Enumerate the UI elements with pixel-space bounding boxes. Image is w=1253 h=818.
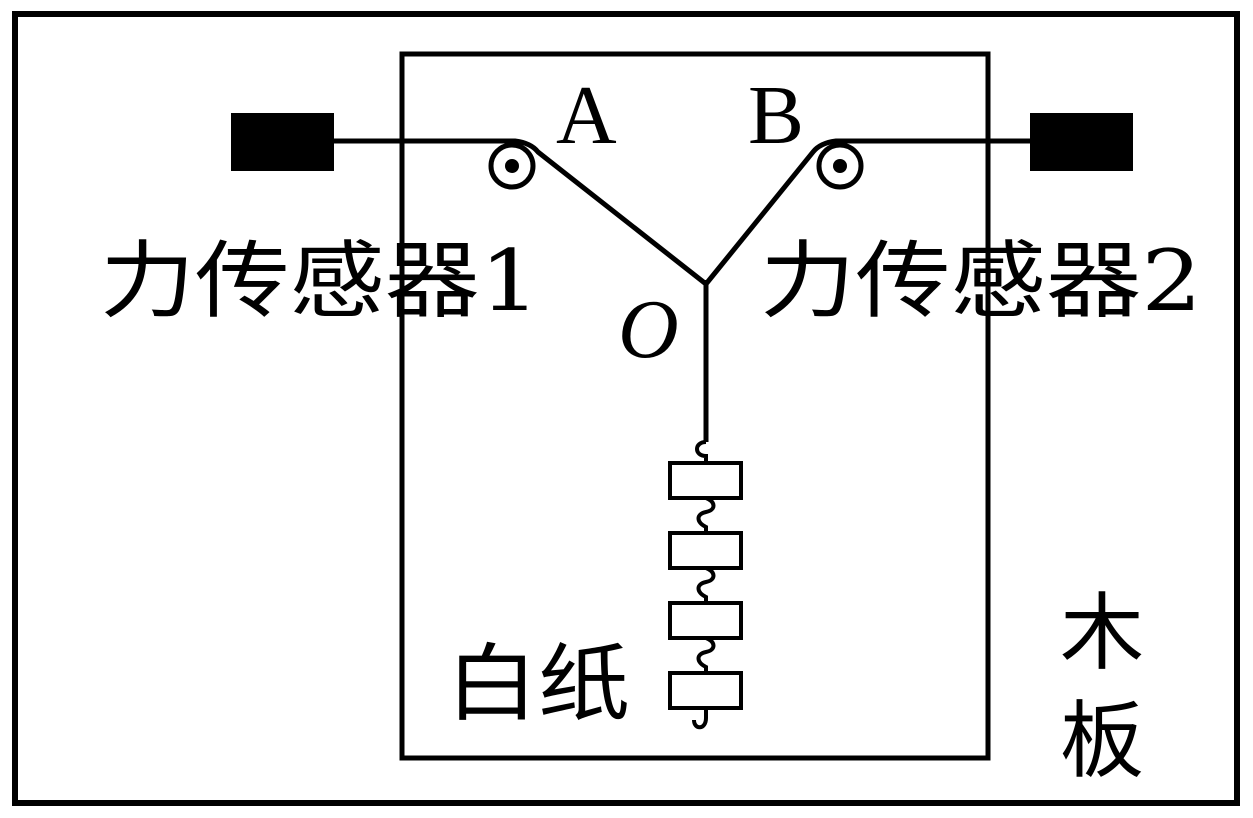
string-sensor2-to-b — [704, 138, 1030, 286]
pulley-a — [488, 142, 536, 190]
point-a-label: A — [556, 69, 617, 162]
white-paper-sheet — [399, 51, 991, 761]
string-sensor1-to-a — [334, 138, 708, 286]
wooden-board-label-1: 木 — [1060, 584, 1144, 682]
white-paper-label: 白纸 — [446, 635, 630, 733]
force-sensor-1-label: 力传感器1 — [100, 232, 540, 330]
force-sensor-1-block — [231, 113, 334, 171]
weight-3 — [668, 601, 743, 640]
point-o-label: O — [618, 283, 679, 376]
hook-weight-icon — [668, 440, 743, 730]
wooden-board — [12, 11, 1240, 806]
force-sensor-2-label: 力传感器2 — [760, 232, 1202, 330]
force-sensor-2-block — [1030, 113, 1133, 171]
wooden-board-label-2: 板 — [1060, 692, 1144, 790]
weight-2 — [668, 531, 743, 570]
weight-4 — [668, 671, 743, 710]
pulley-b — [816, 142, 864, 190]
point-b-label: B — [748, 69, 804, 162]
weight-1 — [668, 461, 743, 500]
